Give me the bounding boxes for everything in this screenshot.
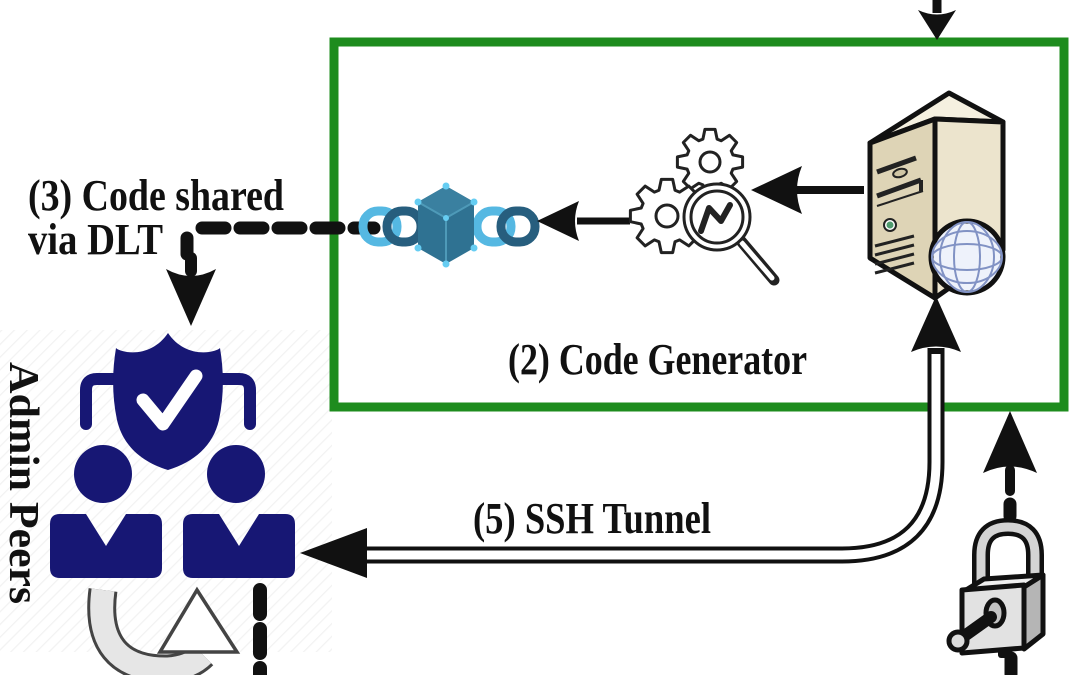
top-input-arrow	[918, 0, 956, 40]
ssh-tunnel-label: (5) SSH Tunnel	[473, 494, 711, 543]
key-bow	[946, 629, 970, 653]
chain-link-dark-right	[496, 206, 540, 247]
cube-vertex-dots	[414, 182, 478, 268]
server-globe-icon	[867, 90, 1006, 301]
magnifier	[682, 182, 780, 286]
dlt-dashed-connector	[180, 221, 381, 277]
admin-peers-shield-icon	[50, 333, 295, 578]
peer-body-left	[50, 514, 162, 578]
code-shared-label-line1: (3) Code shared	[28, 171, 284, 220]
blockchain-link-icon	[358, 182, 540, 268]
server-to-gears-arrow	[751, 166, 864, 214]
ssh-up-arrowhead	[911, 296, 961, 352]
server-drive-bays	[876, 155, 924, 207]
ssh-tunnel-connector	[300, 296, 961, 578]
ssh-left-arrowhead	[300, 528, 367, 578]
peer-head-left	[74, 445, 132, 503]
padlock-key-icon	[946, 518, 1046, 658]
peer-body-right	[183, 514, 295, 578]
gear-bottom-hole	[654, 203, 680, 229]
code-generator-label: (2) Code Generator	[508, 335, 807, 384]
server-vents	[874, 234, 915, 275]
chain-link-light-right	[472, 206, 516, 247]
shield-checkmark	[136, 369, 203, 431]
scan-brackets	[80, 373, 256, 430]
peer-head-right	[207, 445, 265, 503]
gears-to-chain-arrow	[537, 201, 630, 241]
padlock-dashed-connector	[1003, 465, 1018, 675]
shield	[113, 333, 223, 470]
chain-link-dark-left	[382, 206, 426, 247]
key-shaft	[957, 611, 997, 643]
chain-link-light-left	[358, 206, 402, 247]
admin-peers-label: Admin Peers	[0, 362, 46, 604]
refresh-arrowhead	[156, 586, 241, 654]
gear-top-hole	[698, 150, 722, 174]
padlock-up-arrowhead	[983, 411, 1037, 473]
globe-icon	[928, 218, 1006, 296]
refresh-arrow-icon	[87, 586, 241, 675]
gears-magnifier-icon	[628, 127, 780, 286]
dlt-down-arrowhead	[166, 269, 216, 326]
code-shared-label-line2: via DLT	[28, 215, 163, 264]
